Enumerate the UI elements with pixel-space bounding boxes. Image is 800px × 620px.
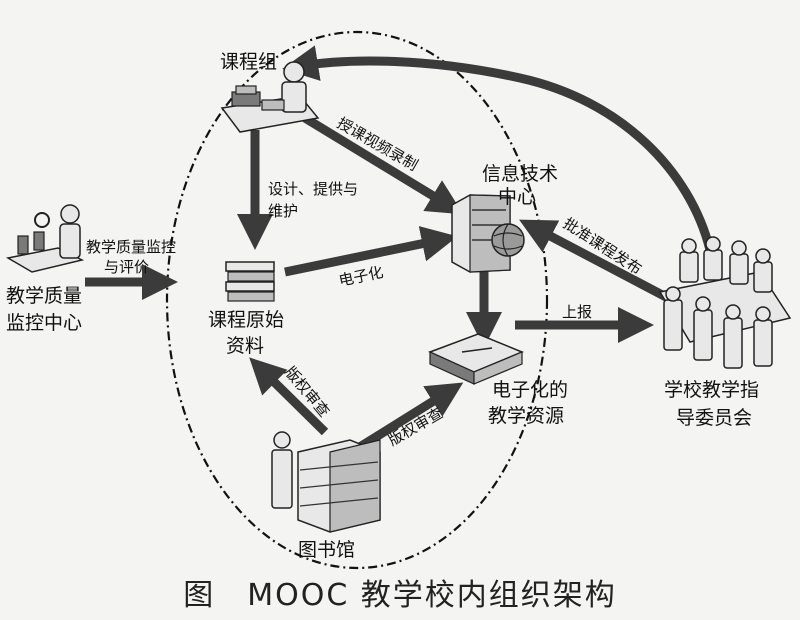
library-shelves-icon xyxy=(271,431,381,533)
arrow-library-to-resources xyxy=(352,382,464,454)
arrow-committee-to-course-group xyxy=(282,45,715,252)
label-design-2: 维护 xyxy=(268,202,298,220)
label-raw-materials-1: 课程原始 xyxy=(208,309,284,331)
label-quality-monitor-2: 与评价 xyxy=(104,258,149,276)
label-raw-materials-2: 资料 xyxy=(226,335,264,357)
label-digital-resources-2: 教学资源 xyxy=(488,405,564,427)
label-report: 上报 xyxy=(562,303,592,321)
label-committee-2: 导委员会 xyxy=(676,407,752,429)
label-design-1: 设计、提供与 xyxy=(268,180,358,198)
it-center-server-icon xyxy=(451,194,525,273)
course-group-desk-icon xyxy=(220,61,320,133)
label-quality-monitor-1: 教学质量监控 xyxy=(86,238,176,256)
label-it-center-2: 中心 xyxy=(498,186,536,208)
label-committee-1: 学校教学指 xyxy=(664,379,759,401)
arrow-materials-to-it xyxy=(284,226,458,277)
committee-meeting-icon xyxy=(658,236,792,369)
arrow-committee-to-it xyxy=(519,219,671,302)
boundary-ellipse xyxy=(165,30,549,570)
label-quality-center-1: 教学质量 xyxy=(6,285,82,307)
digital-resource-device-icon xyxy=(428,333,524,385)
label-digital-resources-1: 电子化的 xyxy=(492,379,568,401)
quality-center-inspector-icon xyxy=(5,204,85,273)
arrow-library-to-materials xyxy=(249,357,329,436)
label-digitize: 电子化 xyxy=(337,263,385,290)
label-library: 图书馆 xyxy=(298,539,355,561)
figure-caption: 图 MOOC 教学校内组织架构 xyxy=(183,578,617,613)
label-course-group: 课程组 xyxy=(220,51,277,73)
label-quality-center-2: 监控中心 xyxy=(6,312,82,334)
label-it-center-1: 信息技术 xyxy=(482,163,558,185)
arrow-course-to-it xyxy=(302,114,464,215)
book-stack-icon xyxy=(225,261,275,302)
